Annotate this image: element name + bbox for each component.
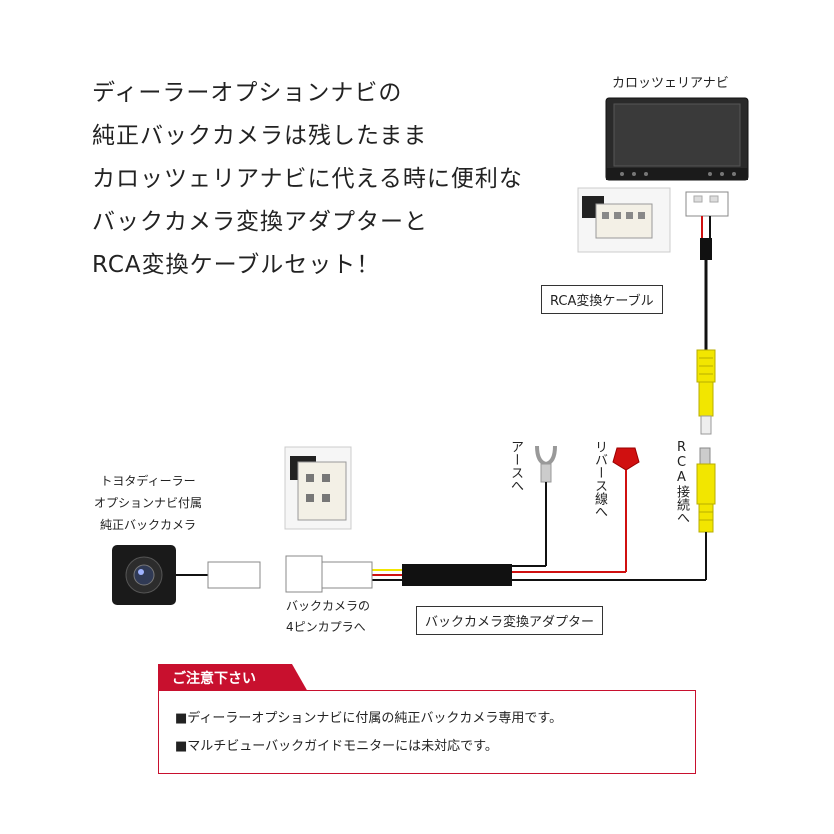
notice-line-2: ■マルチビューバックガイドモニターには未対応です。	[175, 739, 498, 754]
earth-terminal	[512, 445, 557, 567]
camera-connector	[207, 561, 261, 589]
notice-title: ご注意下さい	[172, 671, 256, 687]
camera-label-line-1: トヨタディーラー	[100, 474, 196, 488]
reverse-terminal	[512, 447, 640, 573]
navi-label: カロッツェリアナビ	[612, 76, 729, 91]
notice-header-shape	[158, 664, 308, 692]
camera-label-line-2: オプションナビ付属	[93, 496, 202, 510]
headline-line-3: カロッツェリアナビに代える時に便利な	[92, 166, 523, 192]
adapter-label: バックカメラ変換アダプター	[416, 606, 604, 635]
connector-photo	[577, 187, 671, 253]
adapter-body	[372, 564, 512, 586]
coupler-photo	[284, 446, 352, 530]
reverse-label: リバース線へ	[592, 440, 607, 518]
camera-label-line-3: 純正バックカメラ	[99, 518, 196, 532]
camera-label: トヨタディーラー オプションナビ付属 純正バックカメラ	[86, 470, 210, 536]
earth-label: アースへ	[508, 440, 523, 492]
navi-unit-image	[605, 97, 749, 181]
rca-jack-female	[696, 447, 716, 533]
navi-connector	[685, 191, 729, 260]
coupler-label: バックカメラの 4ピンカプラへ	[286, 596, 370, 638]
notice-line-1: ■ディーラーオプションナビに付属の純正バックカメラ専用です。	[175, 711, 563, 726]
notice-box: ■ディーラーオプションナビに付属の純正バックカメラ専用です。 ■マルチビューバッ…	[158, 690, 696, 774]
headline: ディーラーオプションナビの 純正バックカメラは残したまま カロッツェリアナビに代…	[92, 72, 523, 287]
coupler-label-line-2: 4ピンカプラへ	[286, 620, 366, 634]
back-camera-image	[112, 545, 176, 605]
headline-line-5: RCA変換ケーブルセット！	[92, 252, 381, 278]
coupler-label-line-1: バックカメラの	[286, 599, 371, 613]
rca-cable-label: RCA変換ケーブル	[541, 285, 663, 314]
headline-line-2: 純正バックカメラは残したまま	[92, 123, 428, 149]
rca-plug-male	[696, 349, 716, 435]
headline-line-4: バックカメラ変換アダプターと	[92, 209, 428, 235]
adapter-connector-housing	[285, 555, 323, 593]
headline-line-1: ディーラーオプションナビの	[92, 80, 403, 106]
notice-header: ご注意下さい	[158, 664, 308, 692]
rca-connect-label: RCA接続へ	[674, 440, 689, 524]
adapter-connector-plug	[321, 561, 373, 589]
